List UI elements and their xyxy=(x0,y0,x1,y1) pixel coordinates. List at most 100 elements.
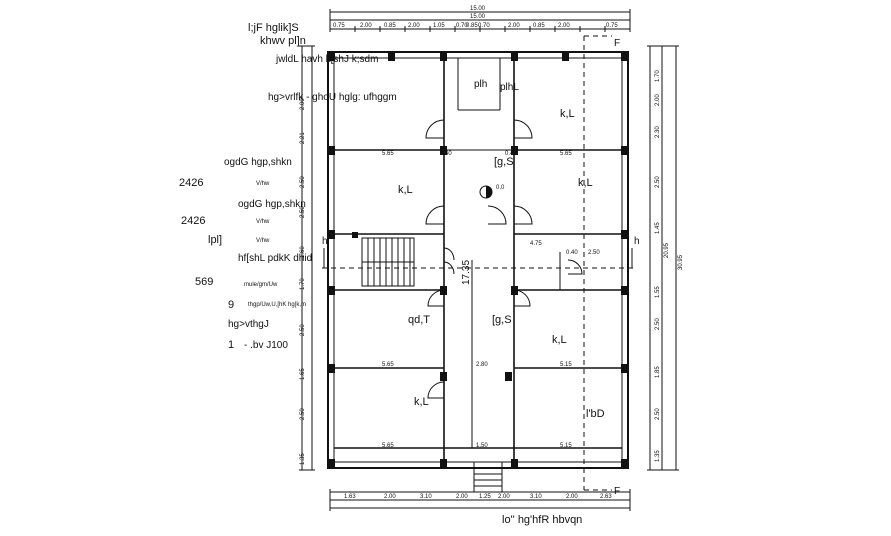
dim-text-interior-2: 0.40 xyxy=(505,151,517,157)
dim-text-top-row-5: 0.70 xyxy=(456,23,468,29)
dim-text-interior-5: 0.40 xyxy=(566,250,578,256)
drawing-caption: lo'' hg'hfR hbvqn xyxy=(502,514,583,526)
dim-text-bottom-row-5: 2.00 xyxy=(498,494,510,500)
dim-overall-height: 20.95 xyxy=(664,242,670,258)
dim-text-interior-11: 1.50 xyxy=(476,443,488,449)
shaft-value: 0.0 xyxy=(496,185,505,191)
dim-text-bottom-row-1: 2.00 xyxy=(384,494,396,500)
legend-code-5-sub: thgp/Uw,U,[hK hg[k,m xyxy=(248,302,307,308)
dim-text-top-row-11: 0.75 xyxy=(606,23,618,29)
dim-text-right-side-5: 1.55 xyxy=(655,286,661,298)
room-label-bottom-right: l'bD xyxy=(586,408,605,420)
room-label-lower-center: [g,S xyxy=(492,314,512,326)
shaft-symbol xyxy=(479,185,493,199)
dim-text-left-side-8: 1.35 xyxy=(300,453,306,465)
legend-code-6-sub: - .bv J100 xyxy=(244,340,288,351)
legend-item-3: ogdG hgp,shkn xyxy=(224,157,292,168)
dim-text-interior-4: 4.75 xyxy=(530,241,542,247)
legend-code-5: 9 xyxy=(228,299,235,311)
legend-code-3: lpl] xyxy=(208,234,223,246)
dim-text-bottom-row-8: 2.63 xyxy=(600,494,612,500)
dim-overall-width: 15.00 xyxy=(470,6,486,12)
dim-text-top-row-2: 0.85 xyxy=(384,23,396,29)
dim-text-bottom-row-6: 3.10 xyxy=(530,494,542,500)
legend-item-4: ogdG hgp,shkn xyxy=(238,199,306,210)
dim-text-left-side-5: 2.50 xyxy=(300,324,306,336)
dim-text-interior-9: 5.15 xyxy=(560,362,572,368)
legend-title-line1: l;jF hglik]S xyxy=(248,22,299,34)
axis-marker-right: h xyxy=(634,236,640,247)
room-label-lower-left: qd,T xyxy=(408,314,431,326)
dim-overall-width-2: 15.00 xyxy=(470,14,486,20)
dim-side-overall: 30.95 xyxy=(678,254,684,270)
dim-text-interior-0: 5.65 xyxy=(382,151,394,157)
room-label-lower-right: k,L xyxy=(552,334,567,346)
dim-text-left-side-0: 2.21 xyxy=(300,132,306,144)
dim-text-right-side-2: 2.30 xyxy=(655,126,661,138)
dim-text-top-row-8: 2.00 xyxy=(508,23,520,29)
dim-text-top-row-6: 0.85 xyxy=(466,23,478,29)
room-label-middle-right: k,L xyxy=(578,177,593,189)
dim-text-right-side-6: 2.50 xyxy=(655,318,661,330)
legend-code-1-sub: V/hw xyxy=(256,181,270,187)
section-marker-top: F xyxy=(614,38,621,49)
dim-text-top-row-10: 2.00 xyxy=(558,23,570,29)
dim-text-left-side-3: 2.50 xyxy=(300,206,306,218)
axis-marker-left: h xyxy=(322,236,328,247)
dim-text-left-side-9: 2.00 xyxy=(300,98,306,110)
dim-text-left-side-2: 1.60 xyxy=(300,246,306,258)
dim-text-top-row-4: 1.05 xyxy=(433,23,445,29)
legend-code-1: 2426 xyxy=(179,177,204,189)
section-line-f xyxy=(583,35,612,491)
dim-text-left-side-4: 1.70 xyxy=(300,278,306,290)
legend-item-2: hg>vrlfk - ghoU hglg: ufhggm xyxy=(268,92,397,103)
dim-text-bottom-row-0: 1.63 xyxy=(344,494,356,500)
outer-wall-outer xyxy=(327,51,629,469)
dim-text-top-row-7: 0.70 xyxy=(478,23,490,29)
legend-code-6: 1 xyxy=(228,339,235,351)
dim-text-bottom-row-4: 1.25 xyxy=(479,494,491,500)
legend-code-2: 2426 xyxy=(181,215,206,227)
section-marker-bottom: F xyxy=(614,486,621,497)
dim-text-left-side-7: 2.50 xyxy=(300,408,306,420)
dim-text-interior-8: 2.80 xyxy=(476,362,488,368)
legend-item-5: hf[shL pdkK dhid xyxy=(238,253,313,264)
room-label-top-right: k,L xyxy=(560,108,575,120)
room-label-hall-top: [g,S xyxy=(494,156,514,168)
dim-text-interior-6: 2.50 xyxy=(588,250,600,256)
dim-text-interior-3: 5.65 xyxy=(560,151,572,157)
dim-text-interior-7: 5.65 xyxy=(382,362,394,368)
room-label-top-left: plh xyxy=(474,79,488,90)
dim-text-interior-12: 5.15 xyxy=(560,443,572,449)
legend-code-4: 569 xyxy=(195,276,214,288)
legend-item-1: jwldL havh k[shJ k;sdm xyxy=(276,54,379,65)
columns xyxy=(328,52,628,468)
legend-code-4-sub: mule/gm/Uw xyxy=(244,282,278,288)
room-label-small-right: plhL xyxy=(500,82,519,93)
dim-text-right-side-0: 1.70 xyxy=(655,70,661,82)
legend-code-2-sub: V/hw xyxy=(256,219,270,225)
dim-text-left-side-6: 1.65 xyxy=(300,368,306,380)
room-label-middle-left: k,L xyxy=(398,184,413,196)
legend-code-3-sub: V/hw xyxy=(256,238,270,244)
dim-text-interior-1: 0.40 xyxy=(440,151,452,157)
dim-text-right-side-1: 2.00 xyxy=(655,94,661,106)
dim-text-bottom-row-3: 2.00 xyxy=(456,494,468,500)
room-label-bottom-left: k,L xyxy=(414,396,429,408)
dim-text-bottom-row-2: 3.10 xyxy=(420,494,432,500)
legend-title-line2: khwv pl]n xyxy=(260,35,306,47)
dim-text-right-side-7: 1.85 xyxy=(655,366,661,378)
dim-text-top-row-1: 2.00 xyxy=(360,23,372,29)
door-swings xyxy=(425,119,583,399)
dim-text-top-row-0: 0.75 xyxy=(333,23,345,29)
outer-wall-inner xyxy=(333,57,623,463)
dim-text-top-row-3: 2.00 xyxy=(408,23,420,29)
entrance-steps xyxy=(473,461,503,493)
dim-text-right-side-8: 2.50 xyxy=(655,408,661,420)
staircase xyxy=(361,237,415,287)
dim-text-right-side-4: 1.45 xyxy=(655,222,661,234)
legend-item-6: hg>vthgJ xyxy=(228,319,269,330)
section-arrows xyxy=(323,248,633,268)
